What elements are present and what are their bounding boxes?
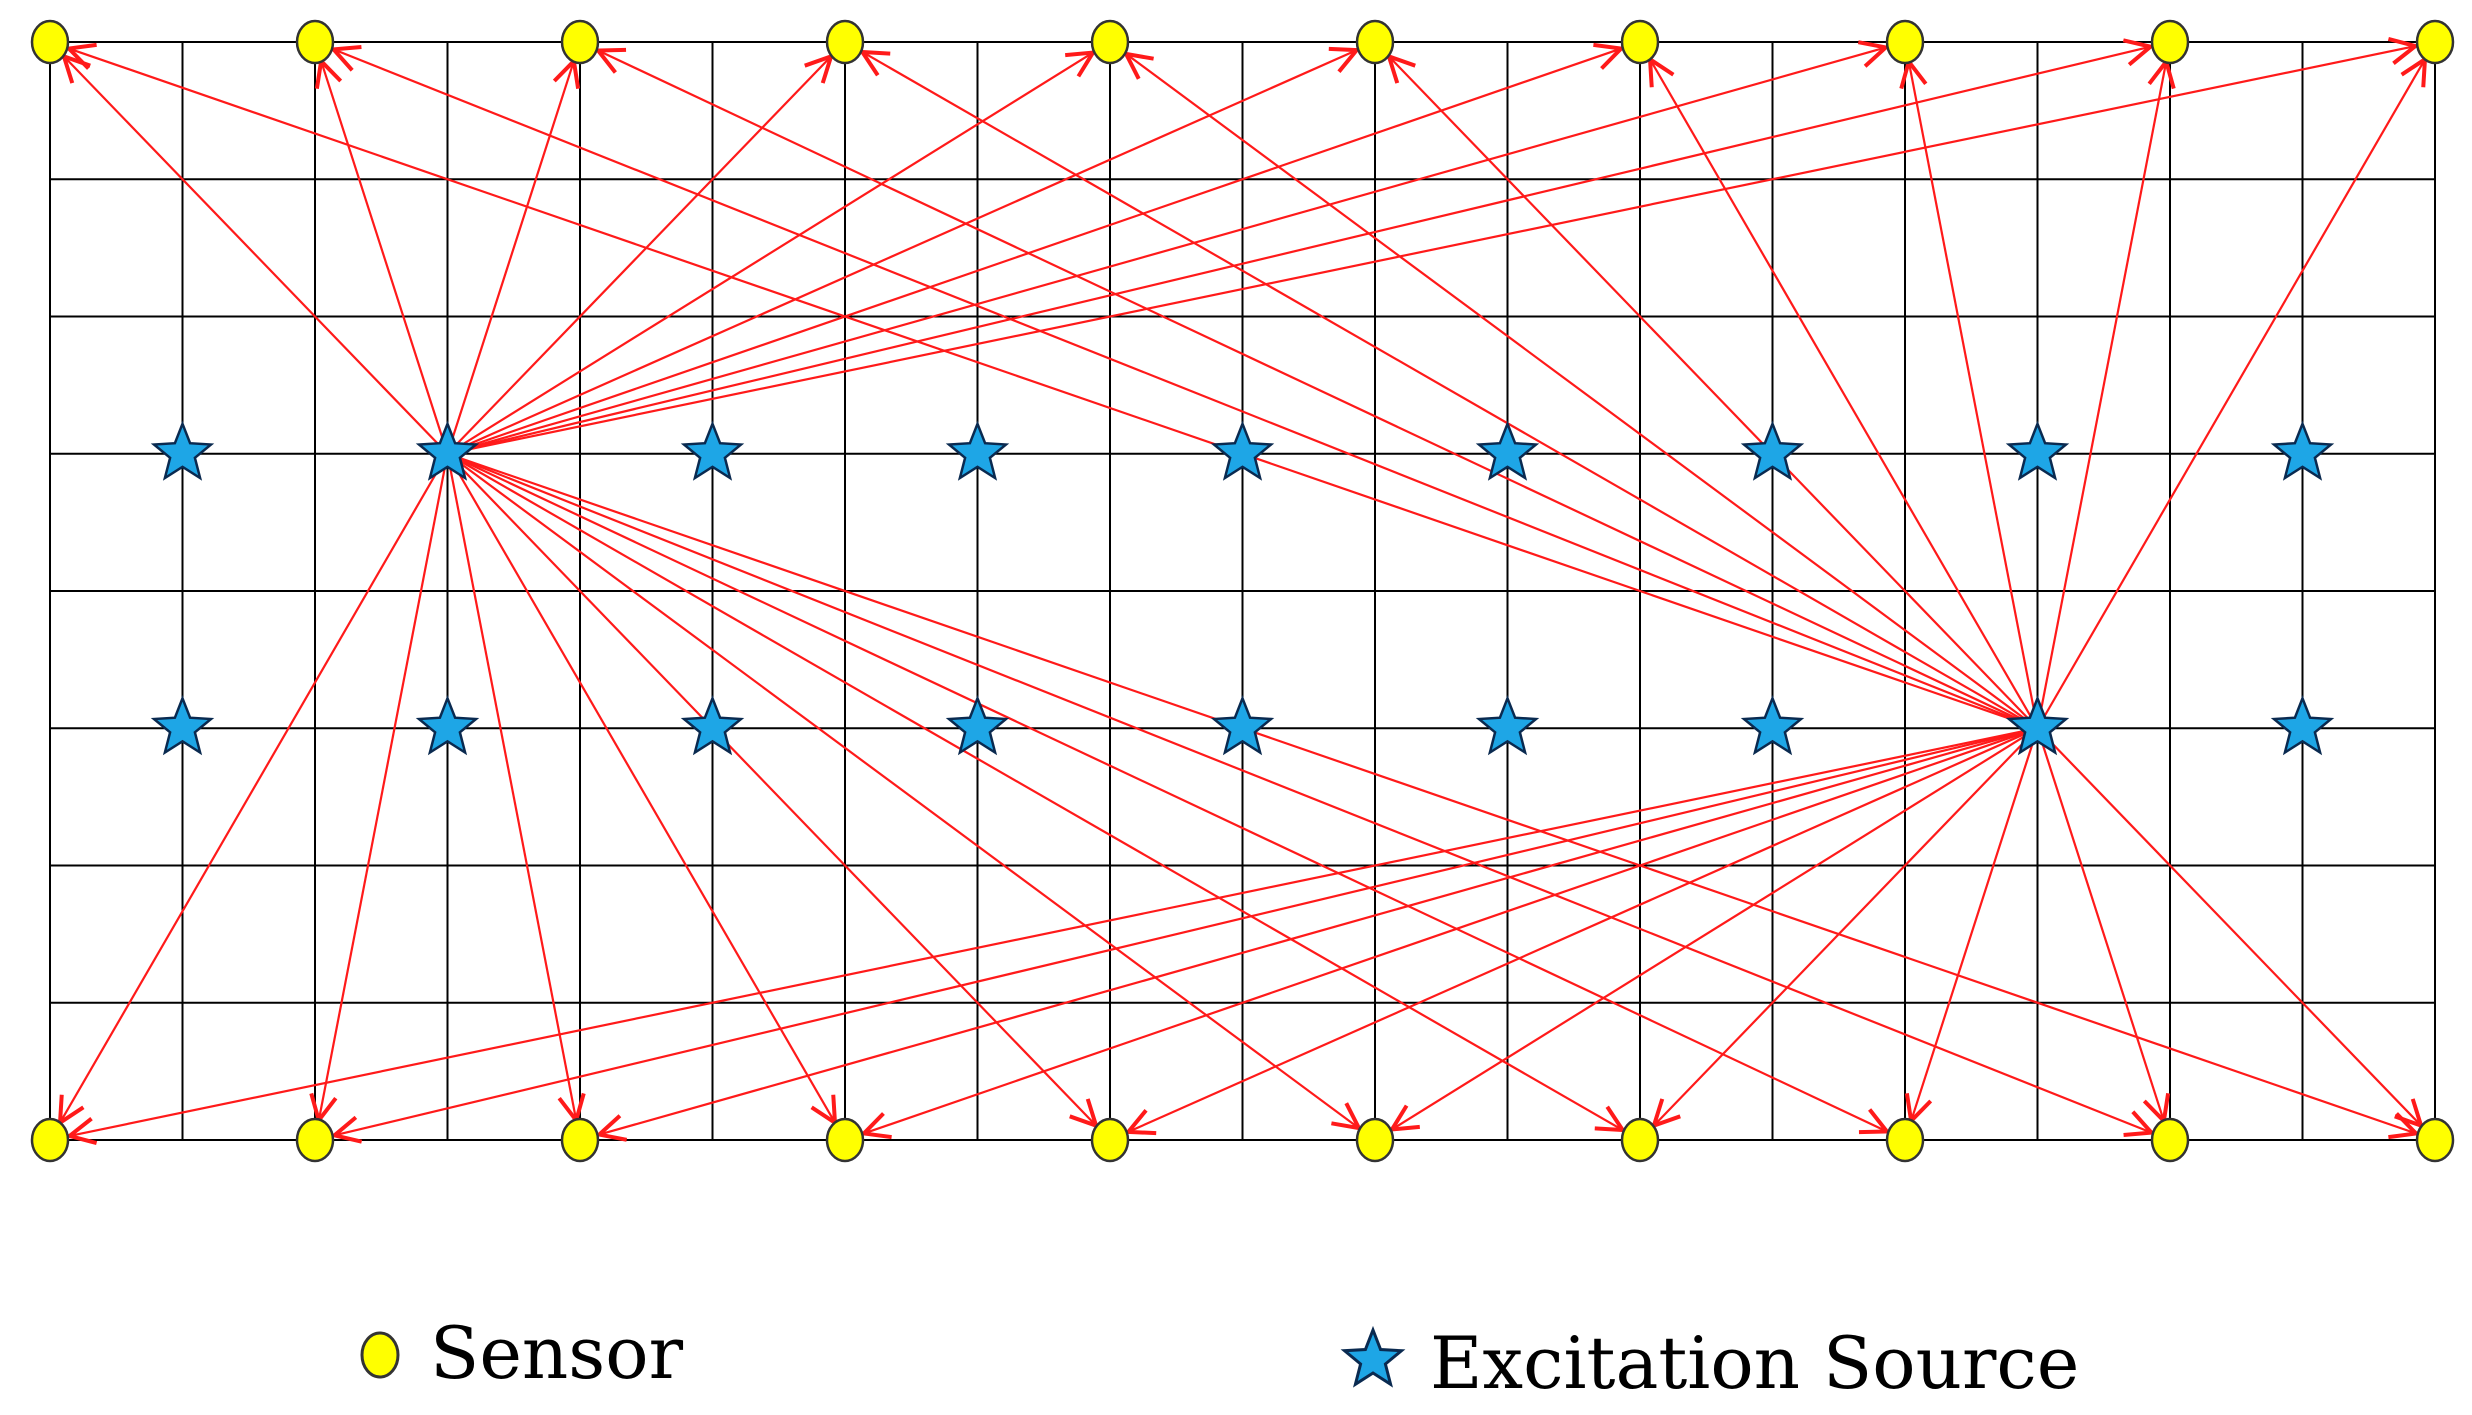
signal-path-arrow (2036, 727, 2164, 1121)
signal-path-arrow (447, 452, 1887, 1132)
sensor-bottom-icon (1355, 1117, 1395, 1163)
signal-path-arrow (447, 452, 2152, 1133)
signal-path-arrow (334, 49, 2038, 730)
signal-path-arrow (447, 50, 1357, 455)
excitation-source-star-icon (2005, 694, 2070, 756)
signal-path-arrow (64, 56, 449, 455)
signal-path-arrow (447, 49, 1622, 455)
signal-path-arrow (1128, 727, 2038, 1132)
legend-source-icon (1340, 1325, 1406, 1388)
signal-path-arrow (446, 56, 832, 455)
excitation-source-star-icon (415, 694, 480, 756)
excitation-source-star-icon (2270, 420, 2335, 481)
sensor-bottom-icon (30, 1117, 70, 1163)
sensor-bottom-icon (1885, 1117, 1925, 1163)
signal-path-arrow (446, 453, 835, 1123)
sensor-top-icon (825, 19, 865, 65)
signal-path-arrow (69, 49, 2038, 730)
excitation-source-star-icon (1210, 694, 1275, 756)
signal-path-arrow (1126, 54, 2039, 730)
excitation-source-star-icon (1475, 420, 1540, 481)
signal-path-arrow (446, 453, 577, 1121)
legend-source-label: Excitation Source (1430, 1321, 2079, 1405)
sensor-bottom-icon (1620, 1117, 1660, 1163)
signal-path-arrow (599, 727, 2038, 1134)
signal-path-arrow (446, 452, 1359, 1128)
signal-path-arrow (864, 727, 2038, 1133)
signal-path-arrow (446, 452, 1097, 1126)
excitation-source-star-icon (415, 420, 480, 481)
sensor-top-icon (560, 19, 600, 65)
signal-paths (60, 46, 2425, 1136)
sensor-top-icon (295, 19, 335, 65)
signal-path-arrow (447, 47, 1886, 455)
signal-path-arrow (2036, 59, 2425, 729)
signal-path-arrow (446, 53, 1094, 455)
excitation-source-star-icon (2005, 420, 2070, 481)
legend-sensor-icon (360, 1331, 400, 1379)
grid (49, 41, 2436, 1141)
signal-path-arrow (446, 452, 1623, 1130)
legend-sensor-label: Sensor (430, 1311, 684, 1395)
signal-path-arrow (446, 61, 574, 455)
sensor-top-icon (30, 19, 70, 65)
sensors (30, 19, 2455, 1163)
excitation-source-star-icon (680, 694, 745, 756)
excitation-source-star-icon (1210, 420, 1275, 481)
signal-path-arrow (1911, 727, 2039, 1121)
legend: Sensor Excitation Source (360, 1311, 2079, 1405)
excitation-source-star-icon (945, 420, 1010, 481)
sensor-top-icon (1090, 19, 1130, 65)
sensor-top-icon (2415, 19, 2455, 65)
sensor-bottom-icon (295, 1117, 335, 1163)
signal-path-arrow (2036, 727, 2422, 1125)
sensor-top-icon (2150, 19, 2190, 65)
signal-path-arrow (447, 46, 2416, 455)
excitation-source-star-icon (1740, 420, 1805, 481)
signal-path-arrow (447, 452, 2417, 1134)
excitation-source-star-icon (1475, 694, 1540, 756)
signal-path-arrow (598, 51, 2038, 730)
sensor-top-icon (1620, 19, 1660, 65)
sensor-bottom-icon (825, 1117, 865, 1163)
excitation-source-star-icon (150, 694, 215, 756)
signal-path-arrow (1392, 727, 2039, 1129)
signal-path-arrow (60, 453, 449, 1123)
sensor-bottom-icon (560, 1117, 600, 1163)
signal-path-arrow (1909, 62, 2039, 729)
sensor-bottom-icon (1090, 1117, 1130, 1163)
sensor-bottom-icon (2150, 1117, 2190, 1163)
sensor-top-icon (1885, 19, 1925, 65)
signal-path-arrow (70, 727, 2038, 1136)
sensor-top-icon (1355, 19, 1395, 65)
signal-path-arrow (319, 453, 449, 1121)
sensor-bottom-icon (2415, 1117, 2455, 1163)
signal-path-arrow (1389, 56, 2039, 730)
signal-path-arrow (1650, 59, 2039, 729)
excitation-source-star-icon (150, 420, 215, 481)
signal-path-arrow (1654, 727, 2039, 1125)
excitation-source-star-icon (945, 694, 1010, 756)
signal-path-arrow (321, 61, 449, 455)
signal-path-arrow (2036, 62, 2167, 729)
signal-path-arrow (447, 47, 2151, 455)
excitation-source-star-icon (1740, 694, 1805, 756)
signal-path-arrow (862, 52, 2039, 730)
excitation-sources (150, 420, 2335, 756)
signal-path-arrow (334, 727, 2038, 1135)
excitation-source-star-icon (2270, 694, 2335, 756)
excitation-source-star-icon (680, 420, 745, 481)
